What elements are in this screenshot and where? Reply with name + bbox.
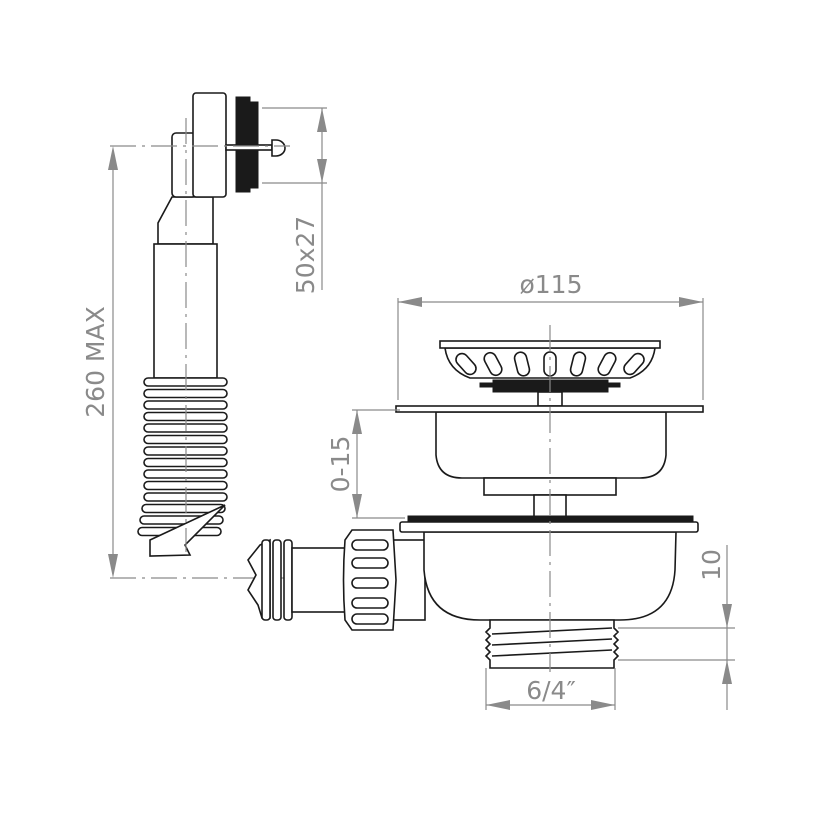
dimension-50x27 xyxy=(262,107,327,290)
strainer-slot xyxy=(569,351,587,377)
dimension-10 xyxy=(618,545,735,710)
dimension-0-15 xyxy=(352,409,405,519)
strainer-slot xyxy=(623,352,645,376)
nut-rib xyxy=(351,557,389,569)
nut-rib xyxy=(351,577,389,589)
strainer-slot xyxy=(597,351,617,377)
label-6-4-inch: 6/4″ xyxy=(526,676,576,705)
label-10: 10 xyxy=(697,549,726,581)
label-0-15: 0-15 xyxy=(326,436,355,493)
label-50x27: 50x27 xyxy=(291,216,320,294)
hose-ring xyxy=(141,503,226,514)
nut-rib xyxy=(351,613,389,625)
dimension-diameter-115 xyxy=(397,297,704,400)
dimension-6-4-inch xyxy=(485,668,616,710)
strainer-slot xyxy=(513,351,531,377)
strainer-slot xyxy=(455,352,477,376)
nut-rib xyxy=(351,539,389,551)
overflow-assembly xyxy=(137,92,286,557)
label-diameter-115: ø115 xyxy=(519,270,582,299)
drain-body xyxy=(399,515,699,669)
nut-rib xyxy=(351,597,389,609)
strainer-slot xyxy=(483,351,503,377)
label-260-max: 260 MAX xyxy=(81,306,110,417)
side-outlet xyxy=(247,529,426,631)
